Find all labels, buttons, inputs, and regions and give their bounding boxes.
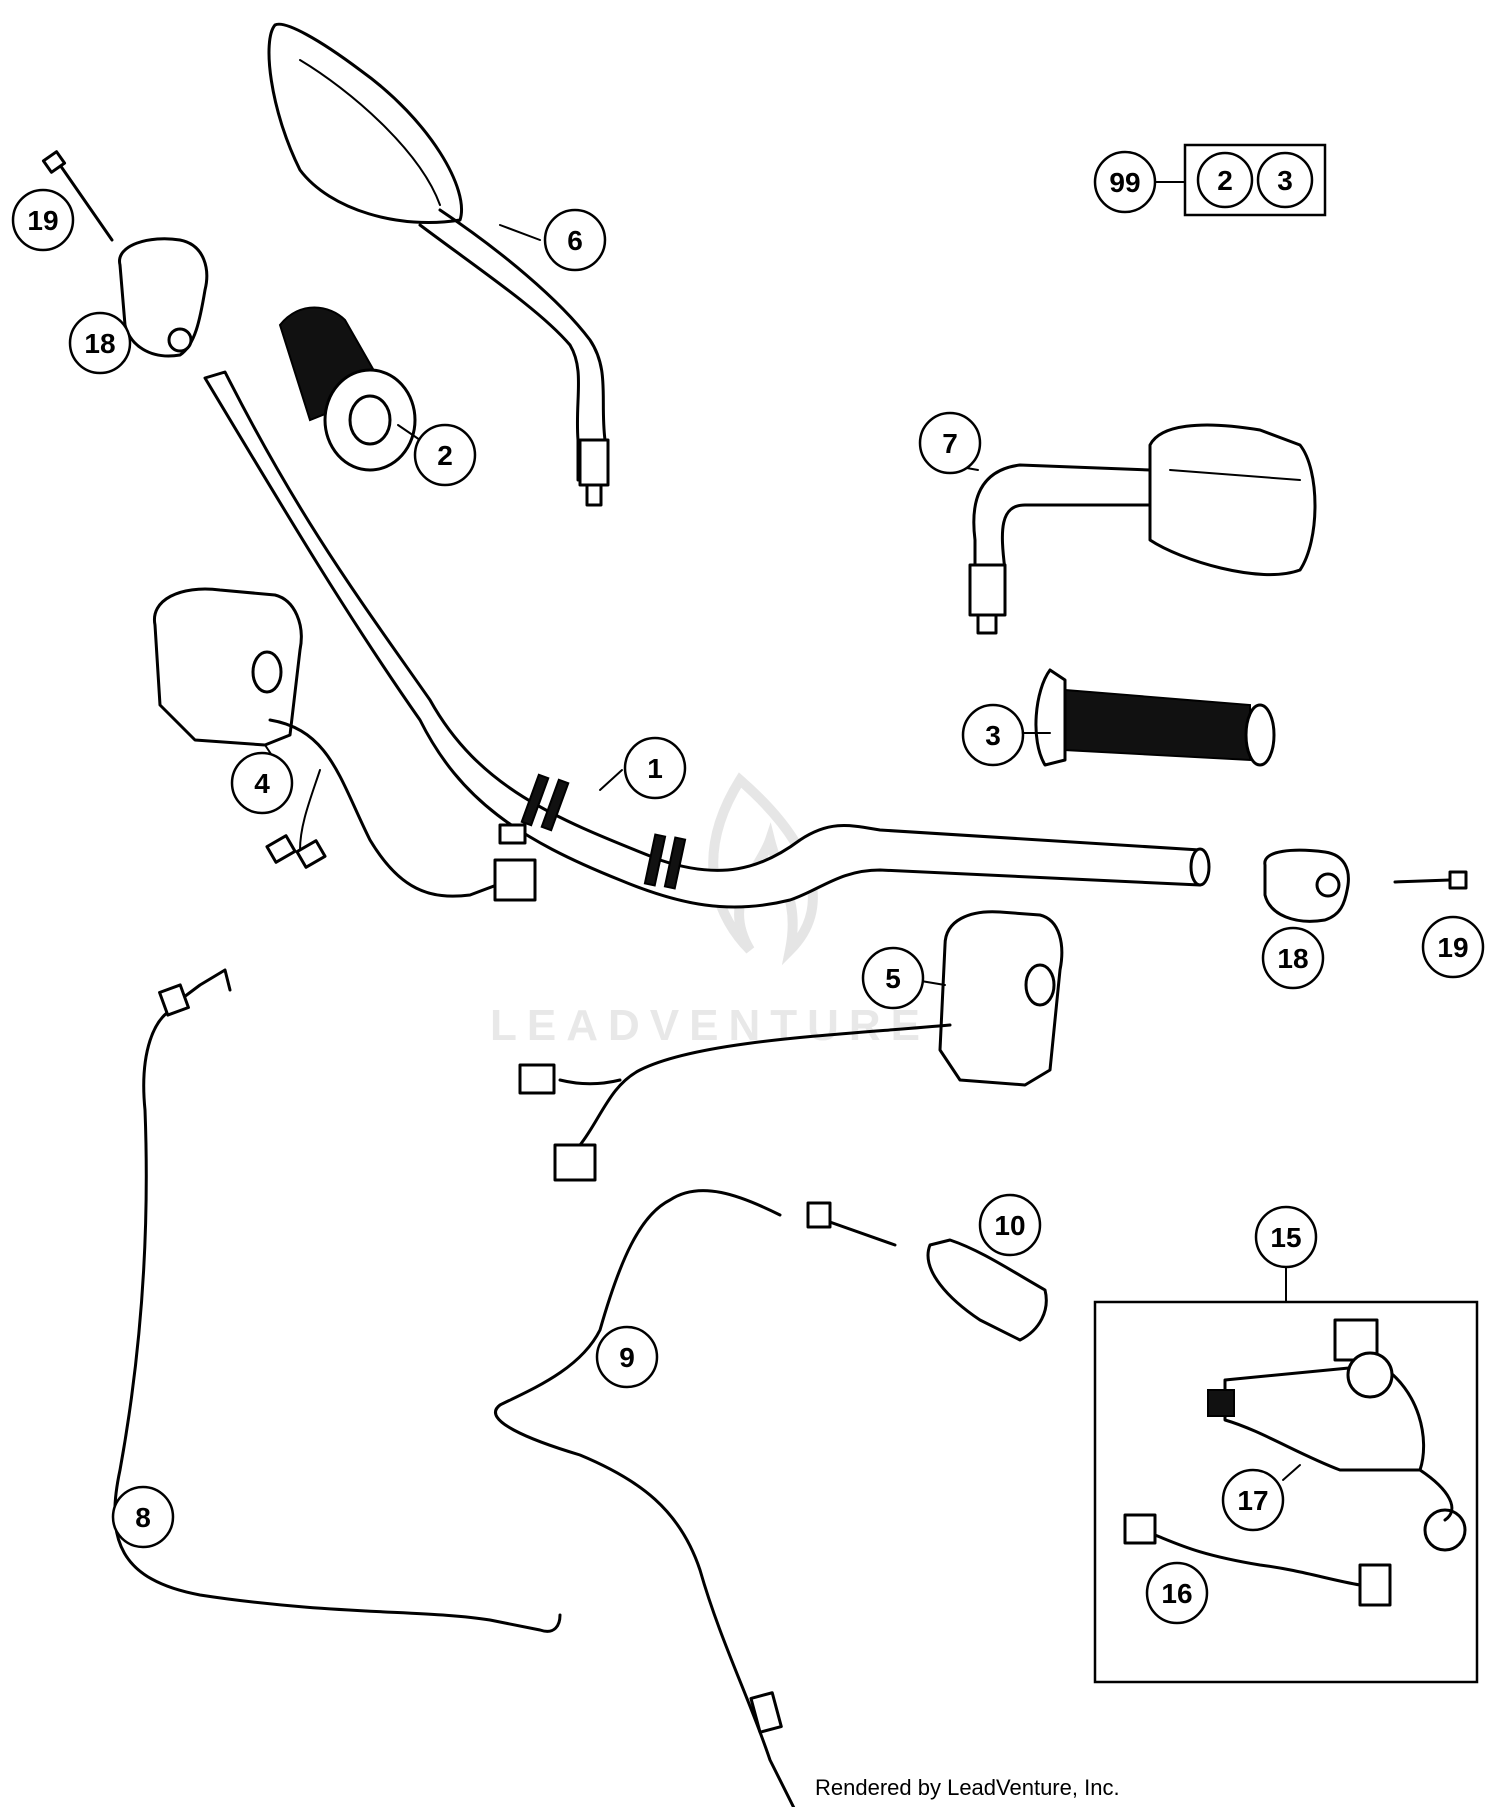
callout-label: 10 — [994, 1210, 1025, 1241]
watermark-text: LEADVENTURE — [490, 1001, 930, 1050]
callout-15: 15 — [1254, 1205, 1318, 1269]
callout-2: 2 — [413, 423, 477, 487]
connector — [498, 823, 527, 845]
right-grip[interactable] — [1034, 668, 1276, 767]
callout-label: 1 — [647, 753, 663, 784]
callout-label: 4 — [254, 768, 270, 799]
callout-16: 16 — [1145, 1561, 1209, 1625]
lever-clamp — [1346, 1351, 1394, 1399]
callout-5: 5 — [861, 946, 925, 1010]
connector — [518, 1063, 556, 1095]
mirror-stem — [976, 613, 998, 635]
callout-label: 15 — [1270, 1222, 1301, 1253]
kit-99 — [1151, 143, 1327, 217]
adjuster-spring — [1207, 1389, 1235, 1417]
callout-8: 8 — [111, 1485, 175, 1549]
callout-label: 18 — [1277, 943, 1308, 974]
right-mirror[interactable] — [968, 423, 1317, 635]
callout-label: 2 — [1217, 165, 1233, 196]
callout-label: 7 — [942, 428, 958, 459]
left-grip[interactable] — [278, 306, 417, 472]
callout-label: 19 — [27, 205, 58, 236]
mirror-stem — [968, 563, 1007, 617]
callout-label: 2 — [437, 440, 453, 471]
callout-7: 7 — [918, 411, 982, 475]
callout-label: 5 — [885, 963, 901, 994]
callout-label: 3 — [1277, 165, 1293, 196]
callout-label: 99 — [1109, 167, 1140, 198]
callout-6: 6 — [543, 208, 607, 272]
callout-4: 4 — [230, 751, 294, 815]
connector — [553, 1143, 597, 1182]
callout-99: 99 — [1093, 150, 1157, 214]
callout-3: 3 — [961, 703, 1025, 767]
callout-10: 10 — [978, 1193, 1042, 1257]
credit-text: Rendered by LeadVenture, Inc. — [815, 1775, 1120, 1800]
left-mirror[interactable] — [267, 22, 610, 507]
callout-18-right: 18 — [1261, 926, 1325, 990]
callout-9: 9 — [595, 1325, 659, 1389]
lever-clamp — [1333, 1318, 1379, 1362]
callout-18-left: 18 — [68, 311, 132, 375]
callout-1: 1 — [623, 736, 687, 800]
right-switch-housing[interactable] — [518, 910, 1064, 1182]
mirror-stem — [585, 483, 603, 507]
callout-label: 17 — [1237, 1485, 1268, 1516]
lever-tip — [1423, 1508, 1467, 1552]
handlebar-mark — [540, 778, 570, 832]
switch-16[interactable] — [1123, 1513, 1392, 1607]
callout-label: 6 — [567, 225, 583, 256]
bar-end-weight-right[interactable] — [1263, 848, 1350, 923]
kit-item-2: 2 — [1196, 151, 1254, 209]
connector — [493, 858, 537, 902]
cable-8[interactable] — [113, 968, 562, 1633]
cable-9[interactable] — [494, 1189, 897, 1812]
handlebar-mark — [643, 833, 667, 887]
callout-label: 9 — [619, 1342, 635, 1373]
handlebar-mark — [520, 773, 550, 827]
mirror-stem — [578, 438, 610, 487]
lever-17[interactable] — [1207, 1318, 1467, 1552]
handlebar-mark — [663, 836, 687, 890]
lever-assembly-box — [1093, 1264, 1479, 1684]
callout-label: 3 — [985, 720, 1001, 751]
connector — [265, 834, 297, 864]
callout-19-left: 19 — [11, 188, 75, 252]
kit-item-3: 3 — [1256, 151, 1314, 209]
handlebar[interactable] — [203, 370, 1211, 909]
bar-end-bolt-left[interactable] — [41, 150, 114, 242]
callout-label: 16 — [1161, 1578, 1192, 1609]
callout-19-right: 19 — [1421, 915, 1485, 979]
bar-end-bolt-right[interactable] — [1393, 870, 1468, 890]
callout-label: 19 — [1437, 932, 1468, 963]
boot-10[interactable] — [926, 1238, 1048, 1342]
connector — [295, 839, 327, 869]
callout-17: 17 — [1221, 1468, 1285, 1532]
watermark: LEADVENTURE — [490, 772, 930, 1050]
left-switch-housing[interactable] — [153, 587, 537, 902]
callout-label: 18 — [84, 328, 115, 359]
bar-end-weight-left[interactable] — [118, 237, 209, 358]
handlebar-end — [1189, 847, 1211, 887]
callout-label: 8 — [135, 1502, 151, 1533]
